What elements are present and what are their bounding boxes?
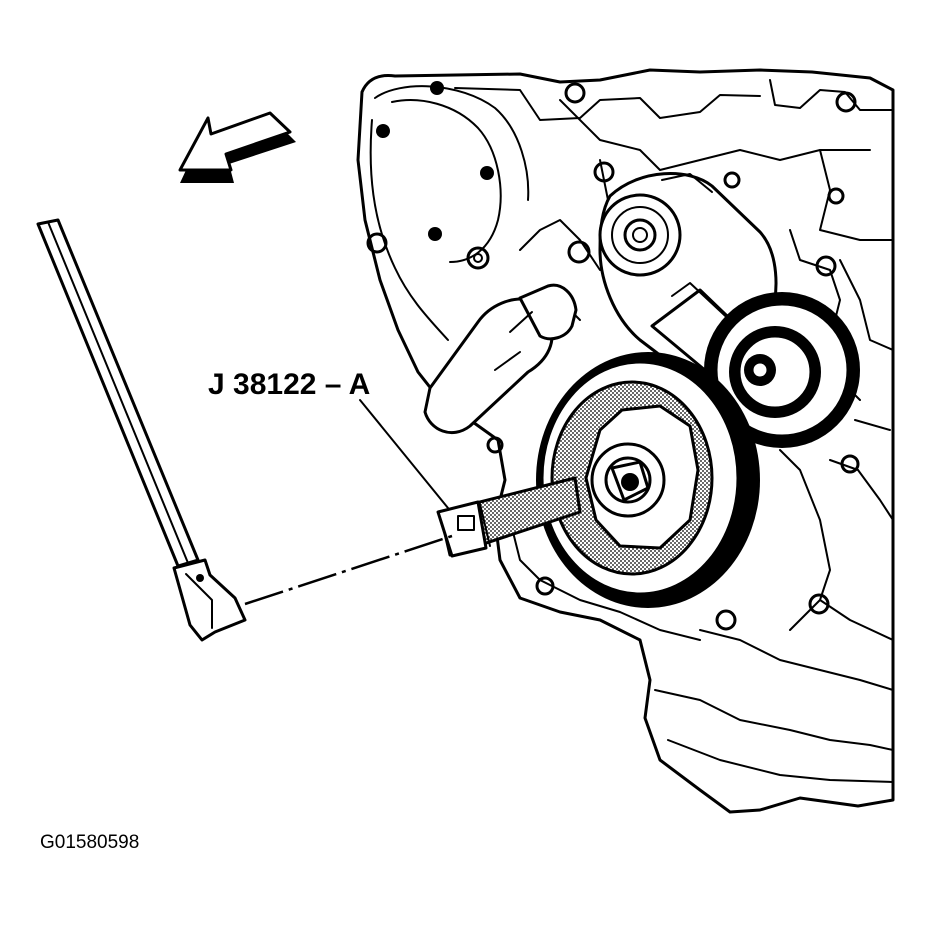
breaker-bar: [36, 218, 247, 642]
direction-arrow-icon: [178, 111, 296, 183]
engine-block: [356, 68, 895, 814]
alignment-dash-line: [244, 534, 453, 606]
tool-callout-label: J 38122 – A: [208, 368, 370, 401]
figure-code: G01580598: [40, 832, 139, 853]
idler-pulley: [704, 292, 860, 448]
crankshaft-balancer: [536, 352, 760, 608]
holding-tool: [436, 476, 582, 558]
cover-bolts: [366, 81, 860, 631]
sensor-elbow: [423, 283, 578, 435]
callout-leader: [359, 399, 449, 509]
